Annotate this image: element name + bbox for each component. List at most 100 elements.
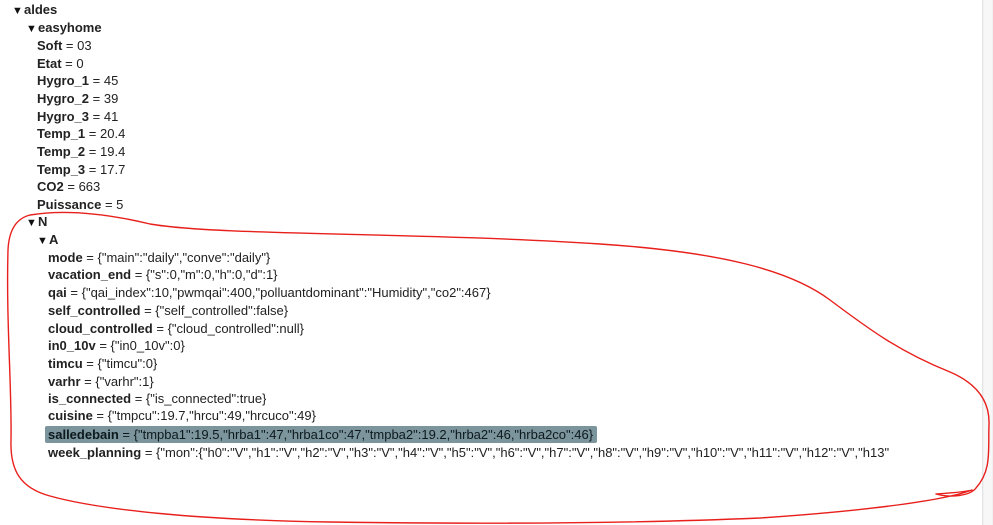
- item-value: 17.7: [100, 162, 126, 177]
- item-separator: =: [80, 374, 96, 389]
- tree-item-salledebain-selected[interactable]: salledebain = {"tmpba1":19.5,"hrba1":47,…: [45, 426, 598, 443]
- node-label: A: [49, 232, 59, 247]
- item-key: qai: [48, 285, 67, 300]
- item-separator: =: [82, 356, 98, 371]
- item-separator: =: [62, 38, 78, 53]
- item-value: {"varhr":1}: [95, 374, 154, 389]
- node-label: N: [38, 214, 48, 229]
- item-key: vacation_end: [48, 267, 132, 282]
- item-value: {"is_connected":true}: [145, 391, 267, 406]
- triangle-down-icon[interactable]: ▼: [12, 5, 23, 17]
- item-value: {"self_controlled":false}: [155, 303, 289, 318]
- item-key: in0_10v: [48, 338, 96, 353]
- node-label: easyhome: [38, 20, 102, 35]
- tree-item-vacation-end: vacation_end = {"s":0,"m":0,"h":0,"d":1}: [48, 266, 278, 283]
- item-key: is_connected: [48, 391, 132, 406]
- item-key: Etat: [37, 56, 62, 71]
- tree-item-varhr: varhr = {"varhr":1}: [48, 373, 154, 390]
- tree-node-n[interactable]: ▼N: [26, 213, 47, 230]
- item-separator: =: [85, 126, 100, 141]
- item-separator: =: [85, 144, 100, 159]
- vertical-scrollbar[interactable]: [982, 0, 993, 525]
- item-value: 45: [103, 73, 119, 88]
- item-key: Temp_3: [37, 162, 86, 177]
- tree-item-temp-2: Temp_2 = 19.4: [37, 143, 125, 160]
- item-separator: =: [141, 445, 157, 460]
- item-key: self_controlled: [48, 303, 141, 318]
- item-separator: =: [89, 73, 104, 88]
- item-separator: =: [85, 162, 100, 177]
- item-key: timcu: [48, 356, 83, 371]
- item-separator: =: [118, 427, 134, 442]
- item-key: cuisine: [48, 408, 93, 423]
- tree-item-qai: qai = {"qai_index":10,"pwmqai":400,"poll…: [48, 284, 491, 301]
- tree-item-temp-3: Temp_3 = 17.7: [37, 161, 125, 178]
- tree-item-hygro-2: Hygro_2 = 39: [37, 90, 118, 107]
- tree-item-cloud-controlled: cloud_controlled = {"cloud_controlled":n…: [48, 320, 304, 337]
- item-value: 20.4: [100, 126, 126, 141]
- item-separator: =: [131, 267, 146, 282]
- item-value: {"mon":{"h0":"V","h1":"V","h2":"V","h3":…: [156, 445, 890, 460]
- item-separator: =: [82, 250, 98, 265]
- item-key: cloud_controlled: [48, 321, 153, 336]
- item-key: varhr: [48, 374, 81, 389]
- item-key: salledebain: [48, 427, 119, 442]
- item-key: Temp_2: [37, 144, 86, 159]
- item-value: {"in0_10v":0}: [110, 338, 185, 353]
- tree-item-self-controlled: self_controlled = {"self_controlled":fal…: [48, 302, 288, 319]
- item-value: 03: [77, 38, 92, 53]
- tree-item-in0-10v: in0_10v = {"in0_10v":0}: [48, 337, 185, 354]
- tree-node-easyhome[interactable]: ▼easyhome: [26, 19, 102, 36]
- tree-item-temp-1: Temp_1 = 20.4: [37, 125, 125, 142]
- tree-item-co2: CO2 = 663: [37, 178, 100, 195]
- item-separator: =: [66, 285, 82, 300]
- item-separator: =: [140, 303, 156, 318]
- item-value: {"main":"daily","conve":"daily"}: [97, 250, 271, 265]
- item-value: 0: [76, 56, 84, 71]
- item-separator: =: [89, 109, 104, 124]
- item-value: 663: [78, 179, 101, 194]
- item-value: {"s":0,"m":0,"h":0,"d":1}: [145, 267, 278, 282]
- item-value: {"timcu":0}: [97, 356, 158, 371]
- tree-item-mode: mode = {"main":"daily","conve":"daily"}: [48, 249, 270, 266]
- tree-item-is-connected: is_connected = {"is_connected":true}: [48, 390, 266, 407]
- item-separator: =: [152, 321, 168, 336]
- tree-item-puissance: Puissance = 5: [37, 196, 123, 213]
- item-key: week_planning: [48, 445, 142, 460]
- tree-item-timcu: timcu = {"timcu":0}: [48, 355, 157, 372]
- tree-item-cuisine: cuisine = {"tmpcu":19.7,"hrcu":49,"hrcuc…: [48, 407, 316, 424]
- item-separator: =: [92, 408, 108, 423]
- item-separator: =: [101, 197, 117, 212]
- item-value: {"qai_index":10,"pwmqai":400,"polluantdo…: [81, 285, 491, 300]
- node-label: aldes: [24, 2, 58, 17]
- item-separator: =: [131, 391, 146, 406]
- item-separator: =: [61, 56, 77, 71]
- item-key: Temp_1: [37, 126, 86, 141]
- tree-item-hygro-1: Hygro_1 = 45: [37, 72, 118, 89]
- item-value: {"cloud_controlled":null}: [167, 321, 304, 336]
- item-separator: =: [95, 338, 111, 353]
- item-key: Puissance: [37, 197, 102, 212]
- triangle-down-icon[interactable]: ▼: [26, 23, 37, 35]
- item-key: CO2: [37, 179, 64, 194]
- tree-node-aldes[interactable]: ▼aldes: [12, 1, 57, 18]
- item-value: 5: [116, 197, 124, 212]
- item-separator: =: [63, 179, 79, 194]
- item-key: Hygro_1: [37, 73, 90, 88]
- tree-node-a[interactable]: ▼A: [37, 231, 58, 248]
- item-key: Hygro_3: [37, 109, 90, 124]
- tree-item-week-planning: week_planning = {"mon":{"h0":"V","h1":"V…: [48, 444, 983, 461]
- item-value: 39: [103, 91, 119, 106]
- item-value: {"tmpba1":19.5,"hrba1":47,"hrba1co":47,"…: [133, 427, 594, 442]
- item-key: Hygro_2: [37, 91, 90, 106]
- item-key: Soft: [37, 38, 63, 53]
- triangle-down-icon[interactable]: ▼: [37, 235, 48, 247]
- tree-item-etat: Etat = 0: [37, 55, 84, 72]
- item-value: 19.4: [100, 144, 126, 159]
- item-separator: =: [89, 91, 104, 106]
- item-value: 41: [103, 109, 119, 124]
- tree-item-soft: Soft = 03: [37, 37, 92, 54]
- triangle-down-icon[interactable]: ▼: [26, 217, 37, 229]
- scrollbar-thumb[interactable]: [984, 0, 992, 525]
